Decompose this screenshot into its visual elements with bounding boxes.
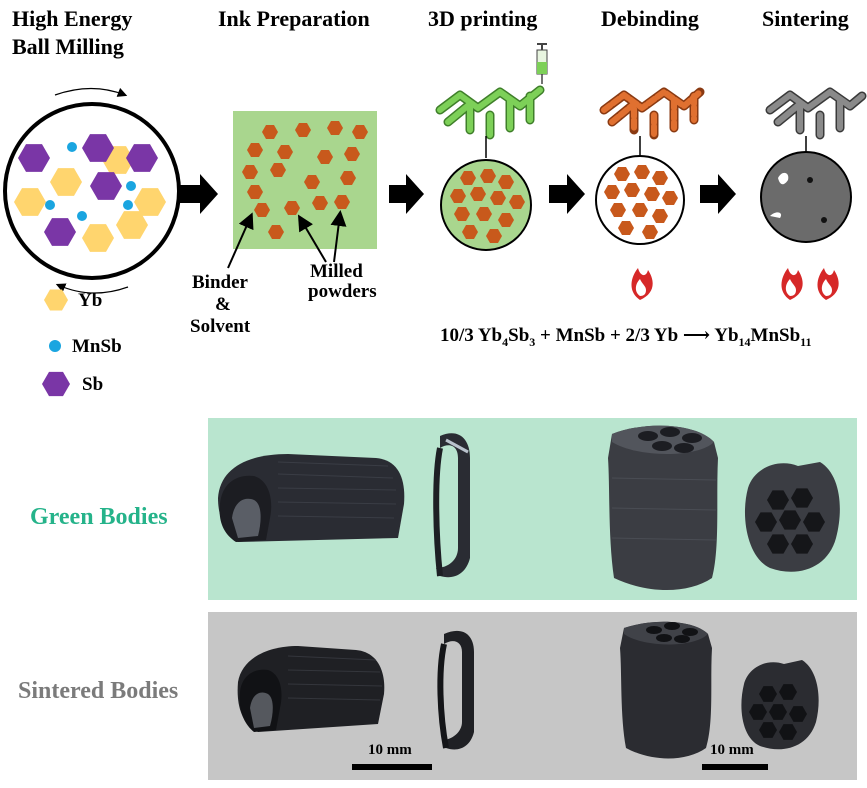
row-title-sintered: Sintered Bodies <box>18 678 179 704</box>
label-milled: Milled <box>310 261 363 282</box>
reaction-equation: 10/3 Yb4Sb3 + MnSb + 2/3 Yb ⟶ Yb14MnSb11 <box>440 325 812 349</box>
sintered-bodies-photos <box>237 621 819 770</box>
sintered-honeycomb-tower <box>620 621 712 759</box>
sintered-curved-wall <box>437 630 474 750</box>
flame-icon <box>781 268 803 300</box>
scale-bar-2 <box>702 764 768 770</box>
printed-serpentine-gray <box>765 87 867 140</box>
step-3d-printing: 3D printing <box>428 6 538 31</box>
step-debinding: Debinding <box>601 6 699 31</box>
sintered-bodies-panel: 10 mm 10 mm <box>208 612 857 780</box>
step-ball-milling-line1: High Energy <box>12 6 133 31</box>
label-solvent: Solvent <box>190 316 251 337</box>
scale-bar-label-1: 10 mm <box>368 742 412 758</box>
legend-sb-icon <box>42 371 70 397</box>
green-honeycomb-end <box>744 462 840 572</box>
step-ink-preparation: Ink Preparation <box>218 6 370 31</box>
flame-icon <box>631 268 653 300</box>
scale-bar-1 <box>352 764 432 770</box>
process-arrows <box>180 174 736 214</box>
scale-bar-label-2: 10 mm <box>710 742 754 758</box>
step-sintering: Sintering <box>762 6 849 31</box>
legend-sb-label: Sb <box>82 374 104 395</box>
legend-mnsb-icon <box>49 340 61 352</box>
printed-serpentine-green <box>435 85 545 140</box>
green-honeycomb-tower <box>608 425 718 590</box>
sintered-half-tube <box>237 646 385 732</box>
debinding-detail-circle <box>595 155 685 245</box>
legend-mnsb-label: MnSb <box>72 336 122 357</box>
row-title-green: Green Bodies <box>30 504 168 530</box>
step-ball-milling-line2: Ball Milling <box>12 34 124 59</box>
printing-detail-circle <box>440 159 532 251</box>
green-half-tube <box>218 454 405 542</box>
legend-yb-icon <box>44 289 68 311</box>
label-powders: powders <box>308 281 377 302</box>
green-bodies-panel <box>208 418 857 600</box>
process-schematic <box>3 43 867 397</box>
legend-yb-label: Yb <box>78 290 103 311</box>
sintering-detail-circle <box>760 151 852 243</box>
syringe-icon <box>536 43 548 84</box>
ink-square <box>227 111 377 269</box>
sintered-honeycomb-end <box>741 660 819 750</box>
ball-mill-jar <box>3 87 181 294</box>
label-ampersand: & <box>215 294 231 315</box>
printed-serpentine-orange <box>599 87 705 140</box>
label-binder: Binder <box>192 272 248 293</box>
green-curved-wall <box>433 433 470 578</box>
flame-icon <box>817 268 839 300</box>
green-bodies-photos <box>218 425 840 590</box>
